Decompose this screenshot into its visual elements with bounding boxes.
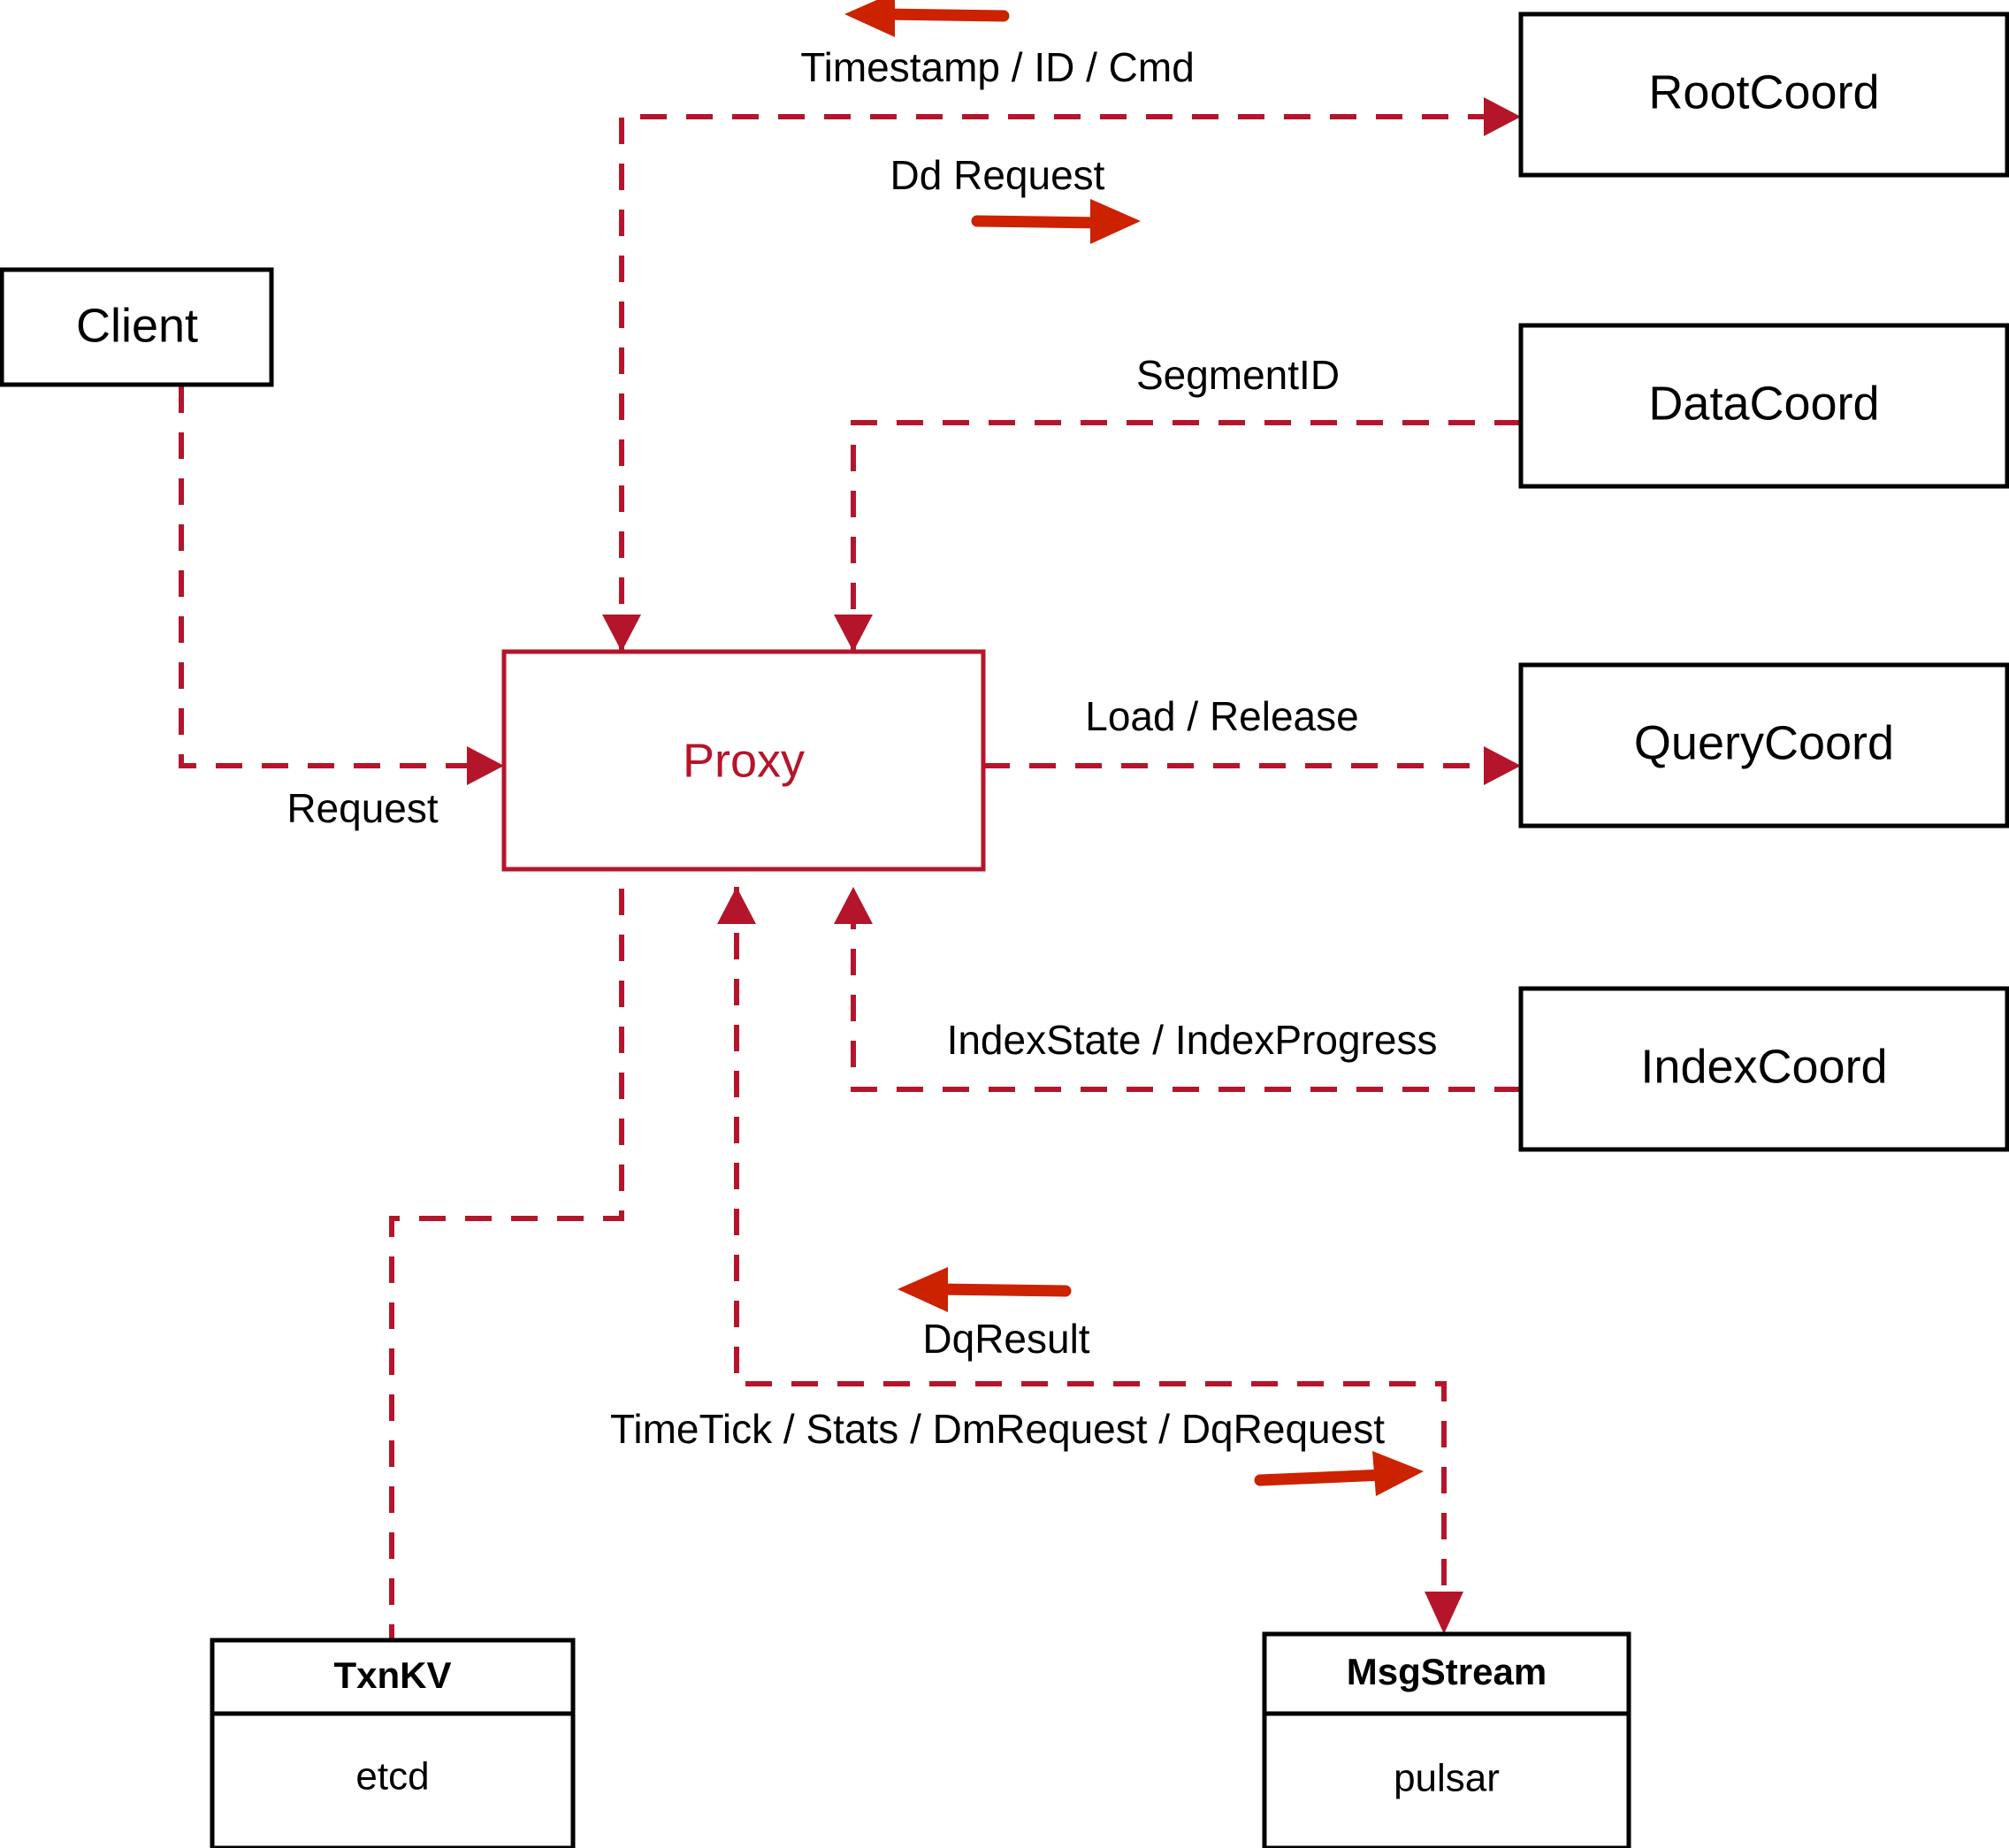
node-proxy-label: Proxy [683,734,805,787]
edge-path-txnkv [389,889,624,1640]
edge-path-rootcoord [619,114,1501,650]
node-index-coord-label: IndexCoord [1640,1040,1887,1093]
node-msgstream-impl-label: pulsar [1394,1757,1500,1800]
node-root-coord[interactable] [1518,11,2009,178]
direction-arrow-timestamp [844,0,1010,37]
edge-label-timetick-stats: TimeTick / Stats / DmRequest / DqRequest [610,1406,1385,1452]
edge-arrowhead-proxy-top-right [834,615,873,652]
node-msgstream[interactable] [1262,1631,1631,1848]
edge-label-timestamp-id-cmd: Timestamp / ID / Cmd [800,44,1195,90]
edge-path-request [179,386,485,768]
edge-arrowhead-proxy-bottom-left [717,887,756,924]
edge-path-indexcoord [851,889,1521,1092]
edge-label-index-state-progress: IndexState / IndexProgress [947,1017,1438,1063]
node-query-coord[interactable] [1518,662,2009,829]
direction-arrow-dd-request [971,199,1141,244]
node-txnkv-label: TxnKV [333,1654,451,1696]
edge-path-dqresult [734,887,1447,1609]
edge-arrowhead-proxy-top-left [602,615,641,652]
edge-arrowhead-request [467,746,504,785]
direction-arrow-timetick [1254,1451,1424,1496]
edge-label-request: Request [286,785,439,831]
node-msgstream-label: MsgStream [1347,1651,1547,1692]
edge-label-dq-result: DqResult [922,1316,1089,1362]
edge-arrowhead-proxy-bottom-right [834,887,873,924]
node-proxy[interactable] [501,649,986,872]
node-client[interactable] [0,267,274,387]
node-txnkv-impl-label: etcd [355,1755,429,1798]
edge-arrowhead-rootcoord [1484,97,1521,136]
node-client-label: Client [76,299,198,352]
node-txnkv[interactable] [210,1638,576,1848]
edge-path-datacoord [851,420,1521,650]
edge-arrowhead-msgstream [1425,1592,1463,1634]
node-data-coord-label: DataCoord [1648,377,1879,430]
node-index-coord[interactable] [1518,986,2009,1152]
direction-arrow-dqresult [898,1267,1072,1312]
edge-label-load-release: Load / Release [1085,693,1358,739]
node-root-coord-label: RootCoord [1648,65,1879,118]
node-data-coord[interactable] [1518,323,2009,489]
edge-arrowhead-querycoord [1484,746,1521,785]
edge-label-dd-request: Dd Request [890,152,1105,198]
edge-label-segment-id: SegmentID [1136,352,1340,398]
node-query-coord-label: QueryCoord [1634,716,1894,769]
